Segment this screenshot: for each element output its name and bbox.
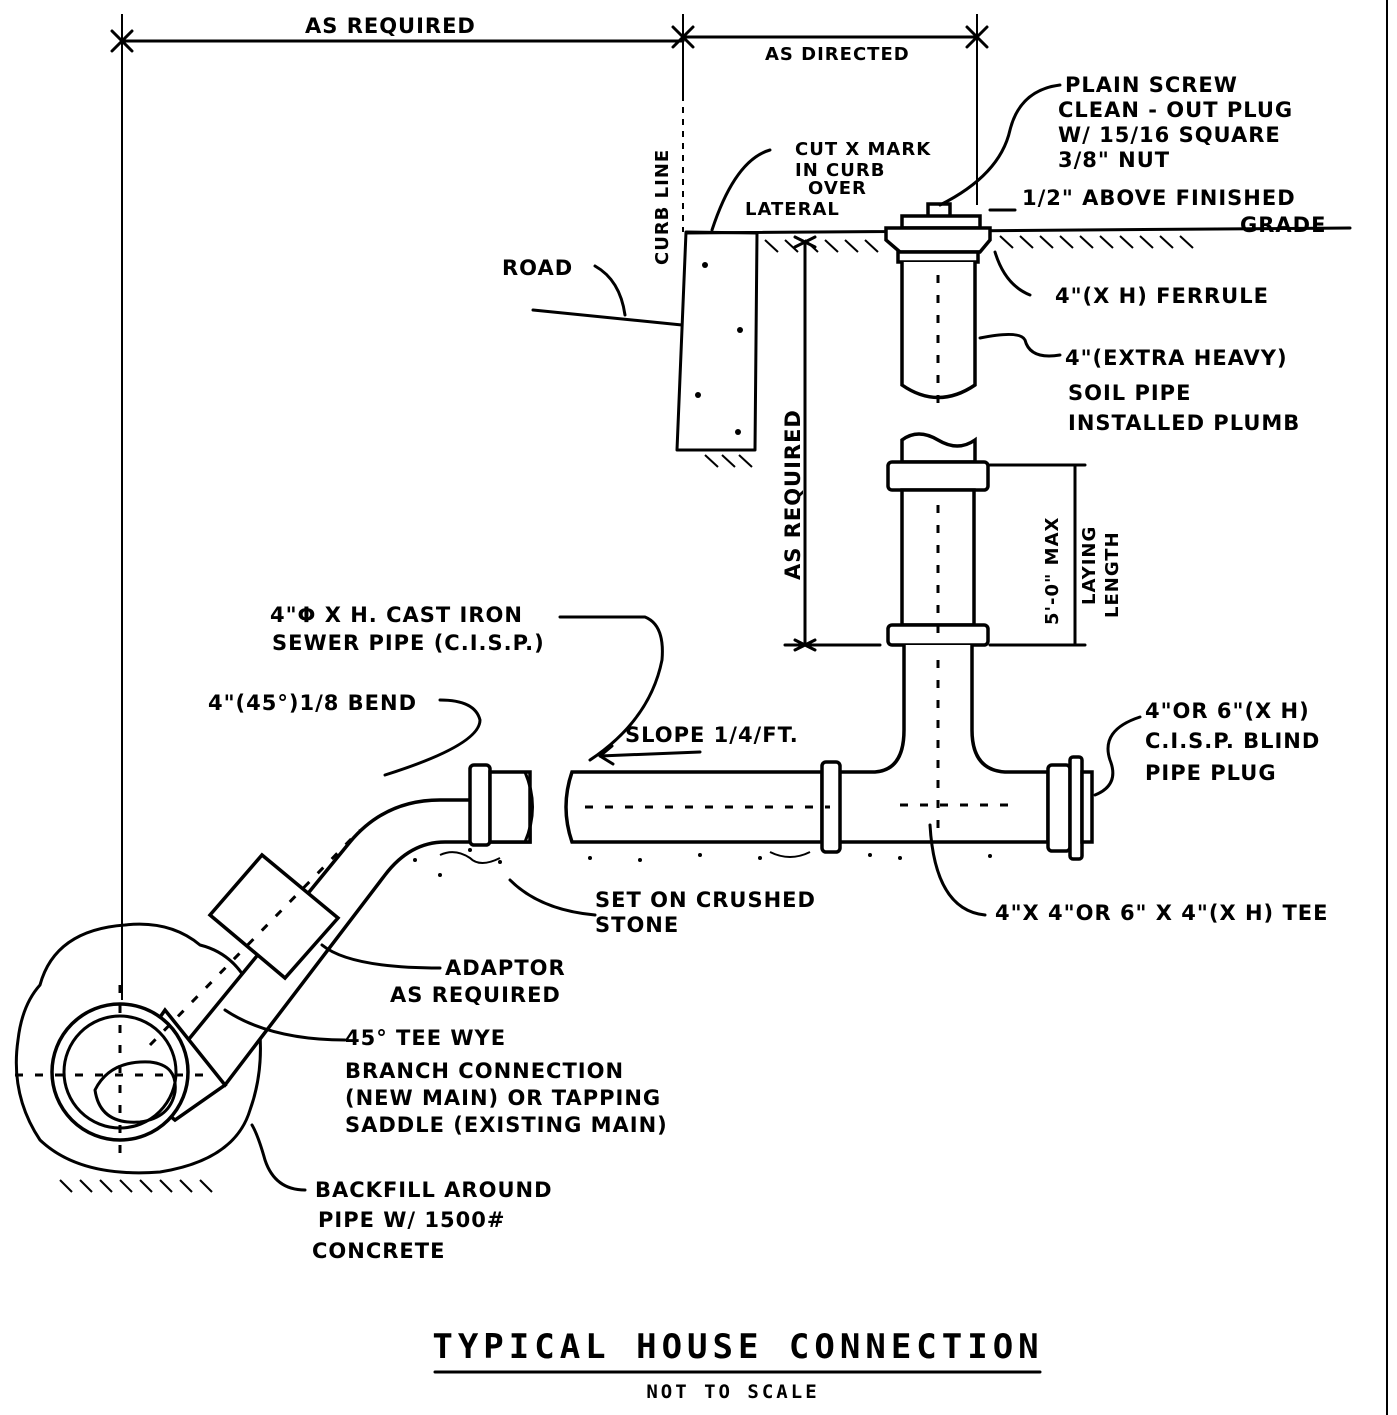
crushed-stone-line-2: STONE	[595, 913, 679, 937]
annotations: AS REQUIRED AS DIRECTED CURB LINE PLAIN …	[208, 14, 1328, 1263]
adaptor	[207, 852, 341, 981]
cast-iron-line-2: SEWER PIPE (C.I.S.P.)	[272, 631, 545, 655]
soil-pipe-line-1: 4"(EXTRA HEAVY)	[1065, 346, 1288, 370]
laying-length-line-3: LENGTH	[1102, 531, 1123, 618]
road-surface	[531, 308, 684, 327]
lateral-and-tee	[564, 645, 1094, 861]
blind-plug	[1046, 763, 1072, 853]
drawing-title: TYPICAL HOUSE CONNECTION	[432, 1327, 1043, 1367]
tee-wye-line-1: 45° TEE WYE	[345, 1026, 506, 1050]
cleanout-riser	[884, 202, 992, 647]
plain-screw-line-4: 3/8" NUT	[1058, 148, 1170, 172]
slope-arrow	[598, 750, 702, 758]
sewer-pipe	[564, 770, 824, 844]
blind-plug-line-2: C.I.S.P. BLIND	[1145, 729, 1320, 753]
as-required-vertical-label: AS REQUIRED	[781, 409, 805, 580]
as-required-top-label: AS REQUIRED	[305, 14, 476, 38]
tee-wye-line-4: SADDLE (EXISTING MAIN)	[345, 1113, 668, 1137]
blind-plug-line-3: PIPE PLUG	[1145, 761, 1277, 785]
ferrule-label: 4"(X H) FERRULE	[1055, 284, 1269, 308]
ground-and-curb	[531, 226, 1352, 468]
drawing-subtitle: NOT TO SCALE	[646, 1381, 819, 1403]
cut-x-mark-line-3: OVER	[808, 178, 867, 199]
above-grade-line-1: 1/2" ABOVE FINISHED	[1022, 186, 1296, 210]
soil-pipe-line-2: SOIL PIPE	[1068, 381, 1191, 405]
crushed-stone-line-1: SET ON CRUSHED	[595, 888, 816, 912]
plain-screw-line-2: CLEAN - OUT PLUG	[1058, 98, 1293, 122]
as-directed-label: AS DIRECTED	[765, 44, 910, 65]
tee-label: 4"X 4"OR 6" X 4"(X H) TEE	[995, 901, 1328, 925]
bend-label: 4"(45°)1/8 BEND	[208, 691, 417, 715]
adaptor-line-1: ADAPTOR	[445, 956, 566, 980]
slope-label: SLOPE 1/4/FT.	[625, 723, 799, 747]
curb-block	[675, 230, 759, 452]
curb-line-label: CURB LINE	[652, 149, 673, 265]
road-label: ROAD	[502, 256, 573, 280]
blind-plug-line-1: 4"OR 6"(X H)	[1145, 699, 1310, 723]
laying-length-line-2: LAYING	[1079, 526, 1100, 605]
tee-wye-line-2: BRANCH CONNECTION	[345, 1059, 624, 1083]
bend-and-main	[14, 763, 534, 1193]
tee-fitting	[836, 645, 1050, 844]
cast-iron-line-1: 4"Φ X H. CAST IRON	[270, 603, 523, 627]
soil-pipe-line-3: INSTALLED PLUMB	[1068, 411, 1300, 435]
top-dimensions	[110, 14, 989, 1000]
plain-screw-line-3: W/ 15/16 SQUARE	[1058, 123, 1281, 147]
vertical-dimensions	[783, 235, 1087, 652]
cut-x-mark-line-1: CUT X MARK	[795, 139, 931, 160]
backfill-line-3: CONCRETE	[312, 1239, 445, 1263]
backfill-line-2: PIPE W/ 1500#	[318, 1208, 505, 1232]
ferrule	[884, 226, 992, 254]
crushed-stone	[413, 848, 992, 877]
tee-wye-line-3: (NEW MAIN) OR TAPPING	[345, 1086, 661, 1110]
leader-lines	[223, 83, 1142, 1192]
title-block: TYPICAL HOUSE CONNECTION NOT TO SCALE	[432, 1327, 1043, 1403]
concrete-encasement	[14, 922, 262, 1175]
backfill-line-1: BACKFILL AROUND	[315, 1178, 553, 1202]
above-grade-line-2: GRADE	[1240, 213, 1326, 237]
plain-screw-line-1: PLAIN SCREW	[1065, 73, 1238, 97]
adaptor-line-2: AS REQUIRED	[390, 983, 561, 1007]
cut-x-mark-line-4: LATERAL	[745, 199, 840, 220]
laying-length-line-1: 5'-0" MAX	[1042, 517, 1063, 625]
cut-x-mark-line-2: IN CURB	[795, 160, 885, 181]
